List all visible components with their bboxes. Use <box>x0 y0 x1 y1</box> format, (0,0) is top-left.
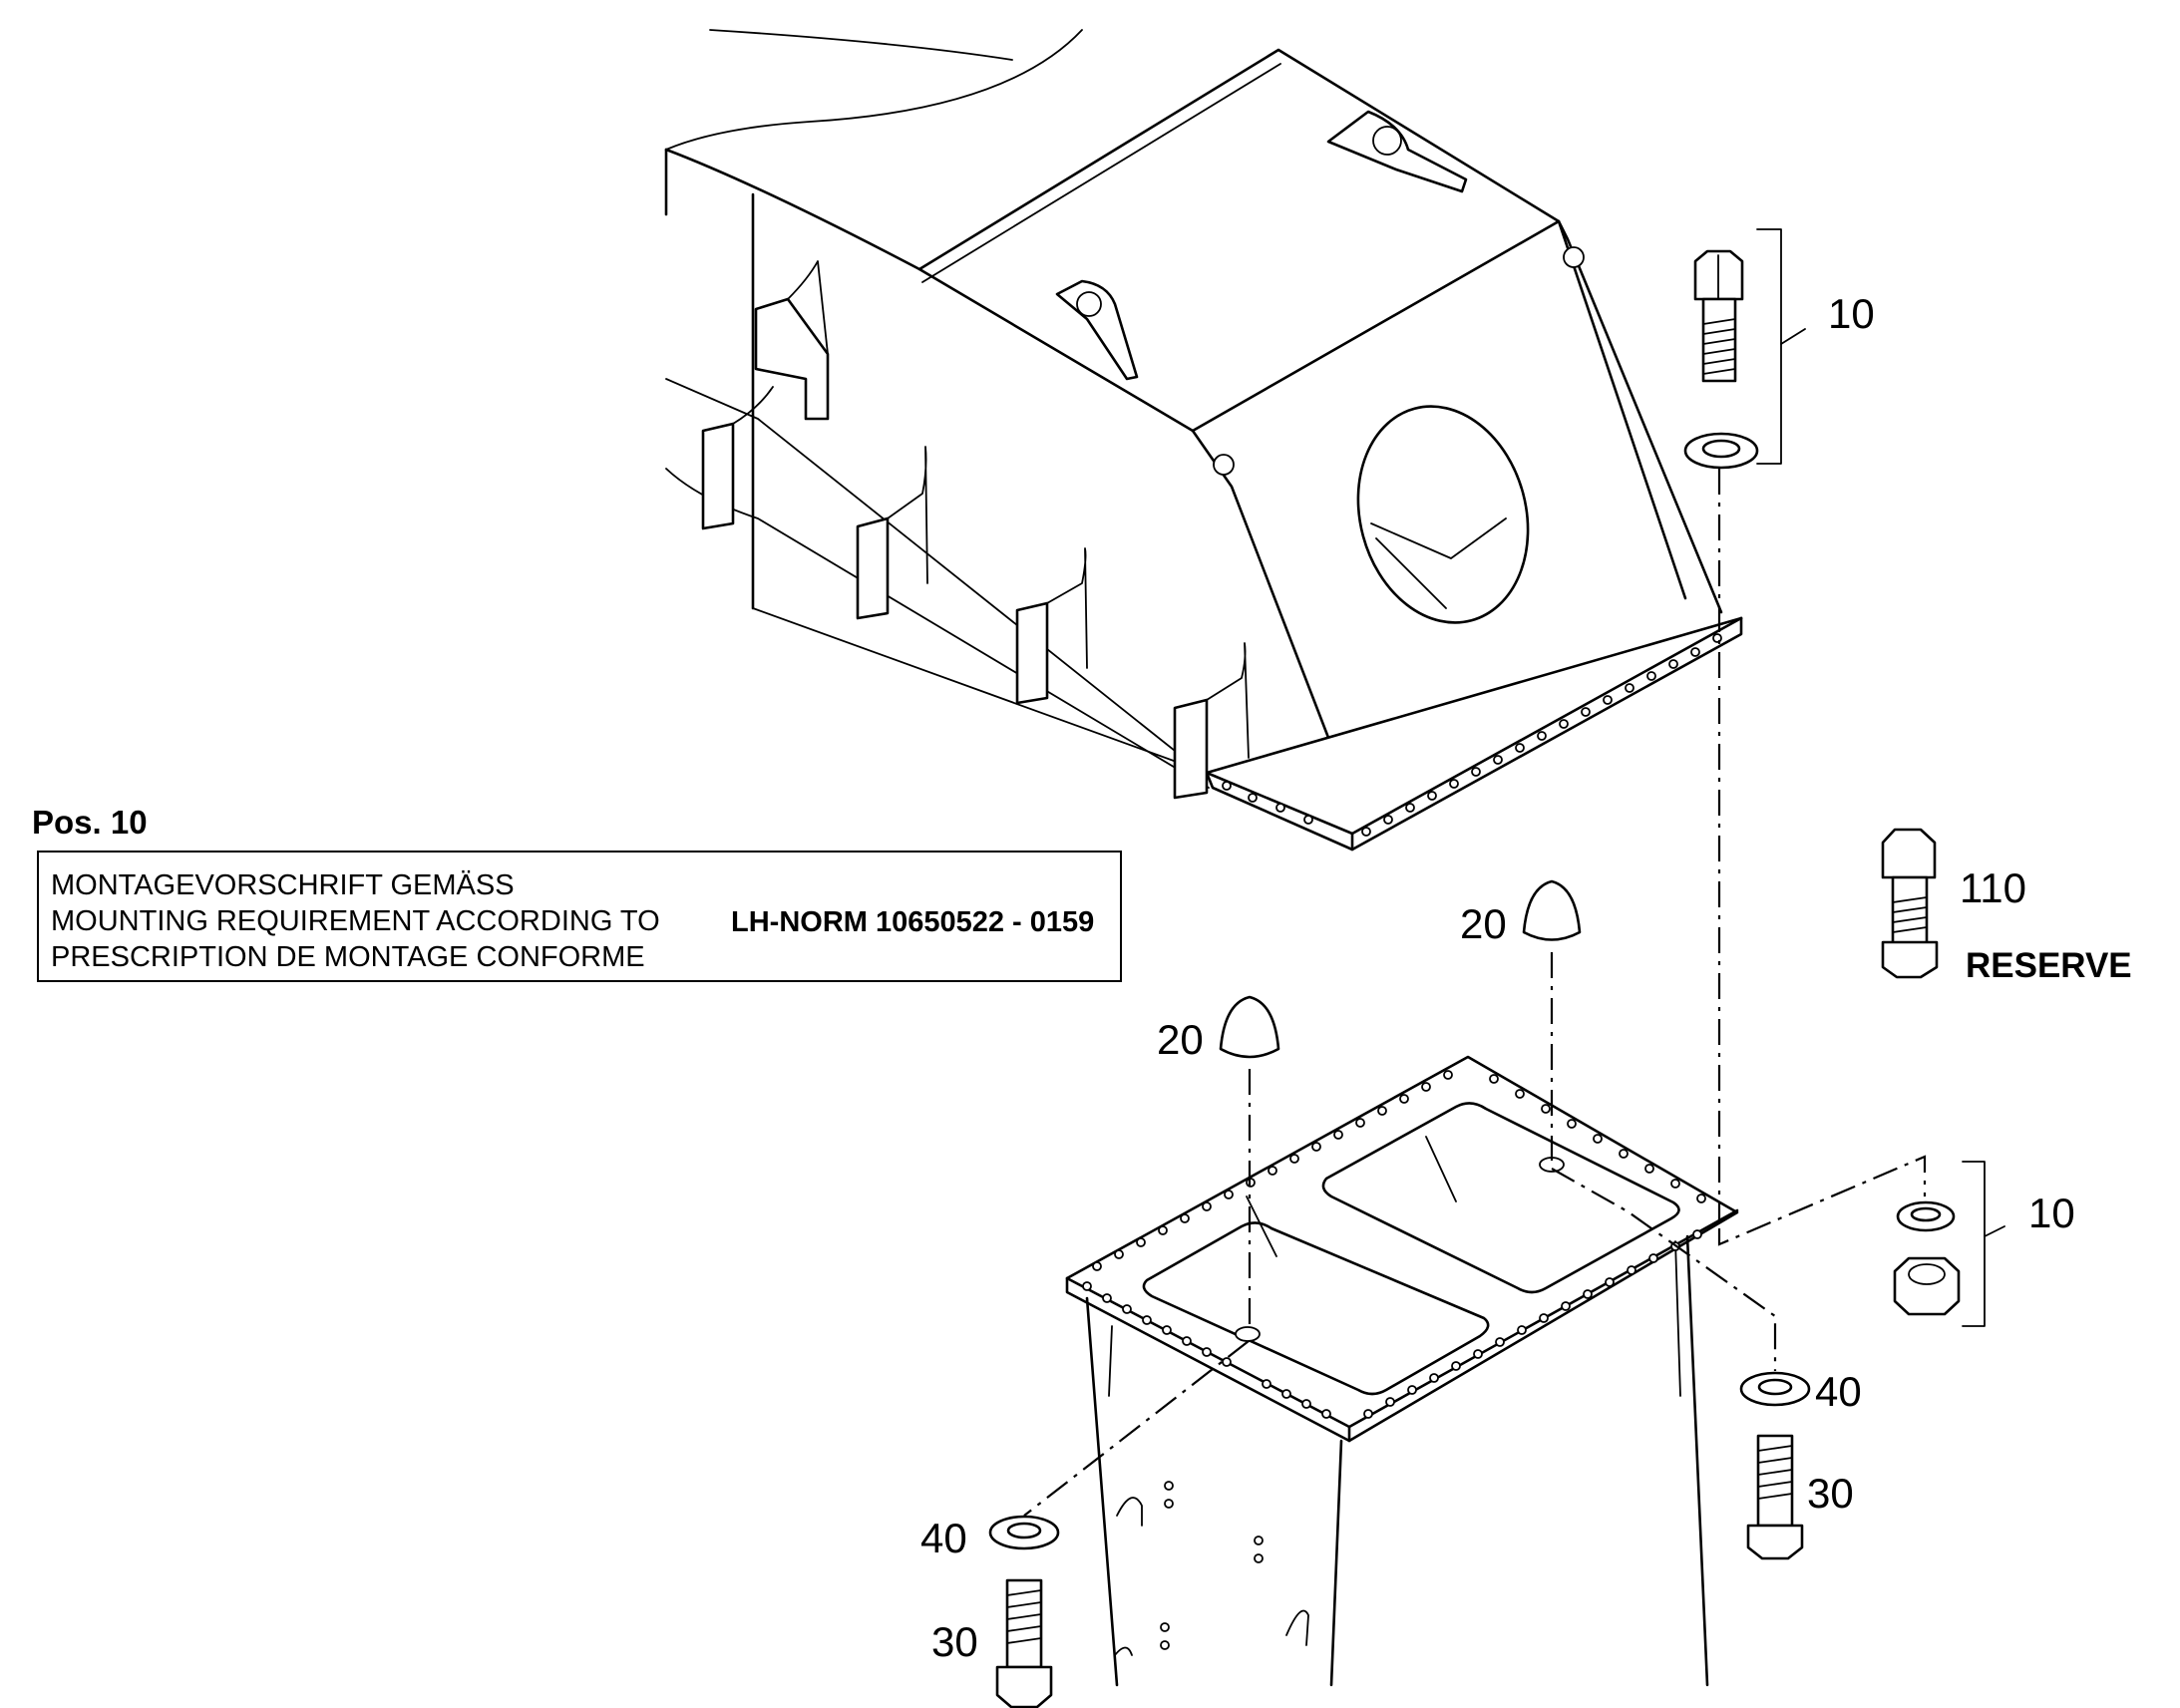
note-line-french: PRESCRIPTION DE MONTAGE CONFORME <box>51 941 645 973</box>
norm-reference: LH-NORM 10650522 - 0159 <box>731 906 1095 938</box>
mounting-requirement-note: MONTAGEVORSCHRIFT GEMÄSS MOUNTING REQUIR… <box>37 851 1122 982</box>
centering-pin-upper <box>1522 879 1582 941</box>
bolt-right <box>1746 1434 1804 1560</box>
lower-column <box>1065 1055 1739 1687</box>
top-bolt-and-washer <box>1683 228 1806 470</box>
spare-bolt-nut <box>1881 828 1939 979</box>
callout-110: 110 <box>1960 864 2026 911</box>
side-brackets <box>701 260 1250 800</box>
note-line-german: MONTAGEVORSCHRIFT GEMÄSS <box>51 869 515 901</box>
right-nut-and-washer <box>1893 1161 2005 1327</box>
callout-40-right: 40 <box>1815 1368 1862 1415</box>
callout-20-lower: 20 <box>1157 1016 1204 1063</box>
callout-10-right: 10 <box>2028 1190 2075 1236</box>
callout-20-upper: 20 <box>1460 900 1507 947</box>
callout-40-left: 40 <box>920 1515 967 1561</box>
assembly-center-lines <box>1023 469 1927 1517</box>
centering-pin-lower <box>1219 995 1280 1059</box>
callout-10-top: 10 <box>1828 290 1875 337</box>
lower-flange-bolt-holes <box>1082 1070 1706 1419</box>
callout-30-right: 30 <box>1807 1470 1854 1517</box>
position-heading: Pos. 10 <box>32 804 148 841</box>
washer-right <box>1739 1371 1811 1407</box>
bolt-left <box>995 1578 1053 1708</box>
upper-housing <box>664 29 1743 852</box>
washer-left <box>988 1515 1060 1550</box>
note-line-english: MOUNTING REQUIREMENT ACCORDING TO <box>51 905 660 937</box>
reserve-label: RESERVE <box>1966 946 2132 985</box>
callout-30-left: 30 <box>931 1618 978 1665</box>
